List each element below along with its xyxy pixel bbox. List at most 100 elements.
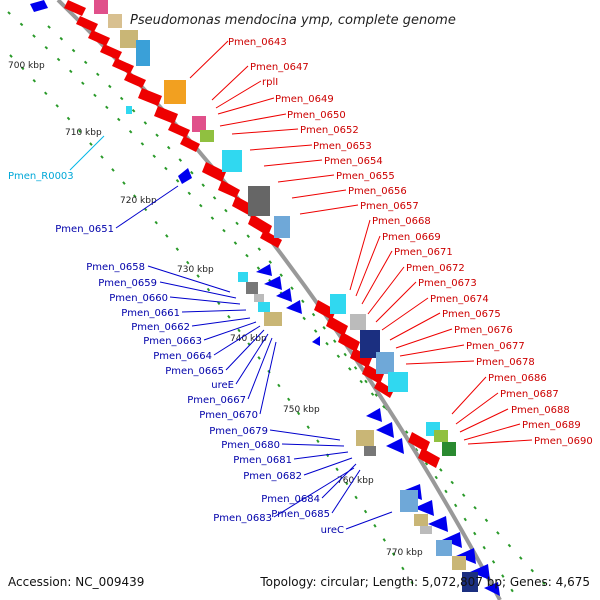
leader-line [459, 408, 509, 433]
feature-block [238, 272, 248, 282]
gene-label: Pmen_0669 [382, 232, 441, 243]
feature-block [248, 186, 270, 216]
kbp-tick-label: 760 kbp [337, 476, 374, 486]
accession-text: Accession: NC_009439 [8, 575, 144, 589]
gene-arrow [264, 276, 282, 290]
gene-label: Pmen_0655 [336, 171, 395, 182]
rna-gene-label: Pmen_R0003 [8, 171, 74, 182]
gene-label: Pmen_0656 [348, 186, 407, 197]
gene-label: Pmen_0663 [143, 336, 202, 347]
topology-text: Topology: circular; Length: 5,072,807 bp… [259, 575, 590, 589]
leader-line [389, 312, 441, 341]
tick-rings [7, 11, 551, 596]
leader-line [405, 360, 475, 365]
reverse-feature-blocks [126, 106, 478, 592]
reverse-strand-genes [30, 0, 500, 596]
map-title: Pseudomonas mendocina ymp, complete geno… [130, 13, 456, 28]
forward-feature-blocks [94, 0, 456, 456]
kbp-tick-label: 770 kbp [386, 548, 423, 558]
leader-line [281, 443, 345, 447]
reverse-gene-labels: Pmen_0651 Pmen_0658 Pmen_0659 Pmen_0660 … [55, 224, 344, 536]
gene-label: Pmen_0675 [442, 309, 501, 320]
feature-block [246, 282, 258, 294]
gene-label: Pmen_0662 [131, 322, 190, 333]
gene-arrow [30, 0, 48, 12]
gene-label: Pmen_0679 [209, 426, 268, 437]
gene-arrow [386, 438, 404, 454]
forward-gene-labels: Pmen_0643 Pmen_0647 rplI Pmen_0649 Pmen_… [228, 37, 593, 447]
leader-line [381, 297, 429, 331]
gene-label: Pmen_0690 [534, 436, 593, 447]
gene-label: Pmen_0682 [243, 471, 302, 482]
leader-line [181, 309, 247, 313]
leader-line [203, 321, 257, 341]
gene-arrow [260, 230, 282, 248]
leader-line [361, 250, 393, 305]
feature-block [400, 490, 418, 512]
leader-line [169, 296, 241, 305]
gene-arrow [202, 162, 226, 182]
leader-line [293, 451, 349, 460]
feature-block [388, 372, 408, 392]
leader-line [213, 325, 261, 356]
gene-label: Pmen_0681 [233, 455, 292, 466]
feature-block [452, 556, 466, 570]
gene-arrow [418, 448, 440, 468]
gene-label: Pmen_0647 [250, 62, 309, 73]
gene-label: Pmen_0687 [500, 389, 559, 400]
gene-label: Pmen_0686 [488, 373, 547, 384]
leader-line [259, 341, 277, 415]
leader-line [147, 265, 231, 293]
gene-arrow [76, 16, 98, 32]
feature-block [442, 442, 456, 456]
leader-line [219, 113, 287, 127]
gene-label: Pmen_0668 [372, 216, 431, 227]
gene-label: Pmen_0676 [454, 325, 513, 336]
gene-arrow [138, 88, 162, 106]
gene-arrow [408, 432, 430, 452]
gene-arrow [100, 44, 122, 60]
gene-arrow [218, 180, 240, 198]
gene-label: Pmen_0657 [360, 201, 419, 212]
feature-block [200, 130, 214, 142]
feature-block [192, 116, 206, 132]
leader-line [211, 65, 249, 101]
feature-block [136, 40, 150, 66]
leader-line [303, 457, 353, 476]
gene-label: Pmen_0670 [199, 410, 258, 421]
feature-block [420, 526, 432, 534]
kbp-tick-labels: 700 kbp 710 kbp 720 kbp 730 kbp 740 kbp … [8, 61, 423, 558]
leader-line [345, 511, 393, 530]
gene-label: Pmen_0664 [153, 351, 212, 362]
gene-label: Pmen_0672 [406, 263, 465, 274]
gene-label: Pmen_0643 [228, 37, 287, 48]
feature-block [330, 294, 346, 314]
gene-label: Pmen_0688 [511, 405, 570, 416]
leader-line [263, 159, 323, 167]
gene-arrow [180, 136, 200, 152]
gene-label: ureE [211, 380, 234, 391]
kbp-tick-label: 730 kbp [177, 265, 214, 275]
gene-arrow [154, 106, 178, 124]
rna-feature [126, 106, 132, 114]
leader-line [277, 174, 335, 183]
feature-block [264, 312, 282, 326]
gene-label: Pmen_0649 [275, 94, 334, 105]
gene-label: Pmen_0654 [324, 156, 383, 167]
leader-line [463, 423, 521, 441]
leader-line [249, 144, 313, 151]
gene-label: Pmen_0650 [287, 110, 346, 121]
leader-line [349, 219, 371, 291]
feature-block [274, 216, 290, 238]
rna-label-leader [69, 135, 105, 171]
feature-block [414, 514, 428, 526]
gene-label: Pmen_0684 [261, 494, 320, 505]
leader-line [191, 317, 251, 327]
leader-line [235, 333, 269, 385]
feature-block [356, 430, 374, 446]
feature-block [258, 302, 270, 312]
gene-arrow [374, 380, 394, 398]
kbp-tick-label: 740 kbp [230, 334, 267, 344]
